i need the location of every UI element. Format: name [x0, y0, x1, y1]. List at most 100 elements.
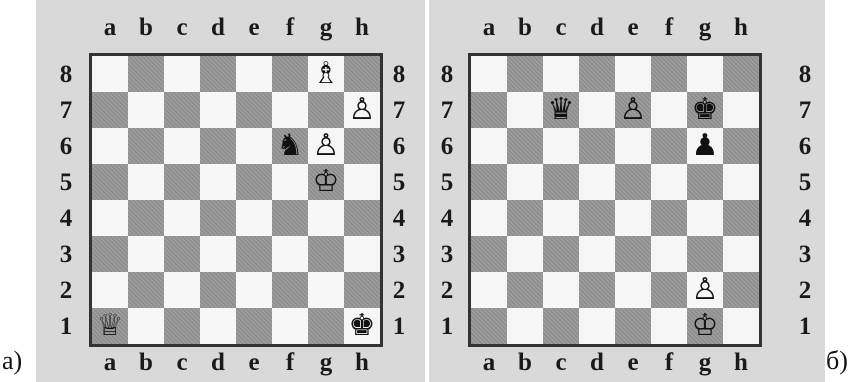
square-f4[interactable] — [272, 200, 308, 236]
square-f2[interactable] — [651, 272, 687, 308]
square-g2[interactable]: ♙ — [687, 272, 723, 308]
square-g3[interactable] — [308, 236, 344, 272]
square-b2[interactable] — [128, 272, 164, 308]
square-a2[interactable] — [471, 272, 507, 308]
square-c2[interactable] — [164, 272, 200, 308]
black-king-icon[interactable]: ♚ — [344, 308, 380, 344]
square-h5[interactable] — [344, 164, 380, 200]
square-d8[interactable] — [579, 56, 615, 92]
square-h6[interactable] — [723, 128, 759, 164]
square-a7[interactable] — [471, 92, 507, 128]
white-king-icon[interactable]: ♔ — [687, 308, 723, 344]
square-g7[interactable]: ♚ — [687, 92, 723, 128]
square-e5[interactable] — [236, 164, 272, 200]
square-d2[interactable] — [579, 272, 615, 308]
square-e6[interactable] — [615, 128, 651, 164]
square-d5[interactable] — [200, 164, 236, 200]
white-pawn-icon[interactable]: ♙ — [687, 272, 723, 308]
square-d6[interactable] — [200, 128, 236, 164]
square-e7[interactable] — [236, 92, 272, 128]
square-b5[interactable] — [507, 164, 543, 200]
square-g4[interactable] — [308, 200, 344, 236]
square-a3[interactable] — [471, 236, 507, 272]
square-a2[interactable] — [92, 272, 128, 308]
square-e4[interactable] — [236, 200, 272, 236]
square-c8[interactable] — [164, 56, 200, 92]
square-f8[interactable] — [651, 56, 687, 92]
square-a1[interactable] — [471, 308, 507, 344]
square-b5[interactable] — [128, 164, 164, 200]
square-c1[interactable] — [164, 308, 200, 344]
square-d4[interactable] — [200, 200, 236, 236]
square-f5[interactable] — [272, 164, 308, 200]
square-c8[interactable] — [543, 56, 579, 92]
square-b4[interactable] — [507, 200, 543, 236]
square-a6[interactable] — [92, 128, 128, 164]
square-e7[interactable]: ♙ — [615, 92, 651, 128]
square-g6[interactable]: ♙ — [308, 128, 344, 164]
square-h4[interactable] — [723, 200, 759, 236]
square-a5[interactable] — [92, 164, 128, 200]
square-g2[interactable] — [308, 272, 344, 308]
square-h1[interactable]: ♚ — [344, 308, 380, 344]
square-a5[interactable] — [471, 164, 507, 200]
square-g7[interactable] — [308, 92, 344, 128]
square-b1[interactable] — [128, 308, 164, 344]
white-pawn-icon[interactable]: ♙ — [615, 92, 651, 128]
square-d4[interactable] — [579, 200, 615, 236]
square-d2[interactable] — [200, 272, 236, 308]
square-e2[interactable] — [236, 272, 272, 308]
square-h8[interactable] — [344, 56, 380, 92]
square-f6[interactable] — [651, 128, 687, 164]
square-b3[interactable] — [507, 236, 543, 272]
square-e1[interactable] — [236, 308, 272, 344]
square-h6[interactable] — [344, 128, 380, 164]
square-b7[interactable] — [128, 92, 164, 128]
square-c5[interactable] — [543, 164, 579, 200]
square-d7[interactable] — [200, 92, 236, 128]
square-c7[interactable] — [164, 92, 200, 128]
square-c2[interactable] — [543, 272, 579, 308]
square-g5[interactable]: ♔ — [308, 164, 344, 200]
square-f8[interactable] — [272, 56, 308, 92]
square-a8[interactable] — [92, 56, 128, 92]
square-e5[interactable] — [615, 164, 651, 200]
square-c6[interactable] — [543, 128, 579, 164]
black-queen-icon[interactable]: ♛ — [543, 92, 579, 128]
black-knight-icon[interactable]: ♞ — [272, 128, 308, 164]
square-c5[interactable] — [164, 164, 200, 200]
square-c7[interactable]: ♛ — [543, 92, 579, 128]
square-a4[interactable] — [92, 200, 128, 236]
square-b8[interactable] — [507, 56, 543, 92]
square-b2[interactable] — [507, 272, 543, 308]
square-h8[interactable] — [723, 56, 759, 92]
square-h7[interactable] — [723, 92, 759, 128]
square-g3[interactable] — [687, 236, 723, 272]
square-b8[interactable] — [128, 56, 164, 92]
square-f7[interactable] — [651, 92, 687, 128]
square-c4[interactable] — [543, 200, 579, 236]
square-f2[interactable] — [272, 272, 308, 308]
black-bishop-icon[interactable]: ♗ — [308, 56, 344, 92]
square-a4[interactable] — [471, 200, 507, 236]
square-d6[interactable] — [579, 128, 615, 164]
square-h4[interactable] — [344, 200, 380, 236]
square-g1[interactable] — [308, 308, 344, 344]
square-e2[interactable] — [615, 272, 651, 308]
square-e3[interactable] — [615, 236, 651, 272]
white-pawn-icon[interactable]: ♙ — [308, 128, 344, 164]
square-h3[interactable] — [344, 236, 380, 272]
square-d3[interactable] — [200, 236, 236, 272]
black-pawn-icon[interactable]: ♟ — [687, 128, 723, 164]
square-e6[interactable] — [236, 128, 272, 164]
square-f5[interactable] — [651, 164, 687, 200]
square-d1[interactable] — [579, 308, 615, 344]
square-f7[interactable] — [272, 92, 308, 128]
square-f4[interactable] — [651, 200, 687, 236]
square-f3[interactable] — [651, 236, 687, 272]
square-e4[interactable] — [615, 200, 651, 236]
square-d8[interactable] — [200, 56, 236, 92]
square-f1[interactable] — [651, 308, 687, 344]
square-a8[interactable] — [471, 56, 507, 92]
square-h2[interactable] — [723, 272, 759, 308]
